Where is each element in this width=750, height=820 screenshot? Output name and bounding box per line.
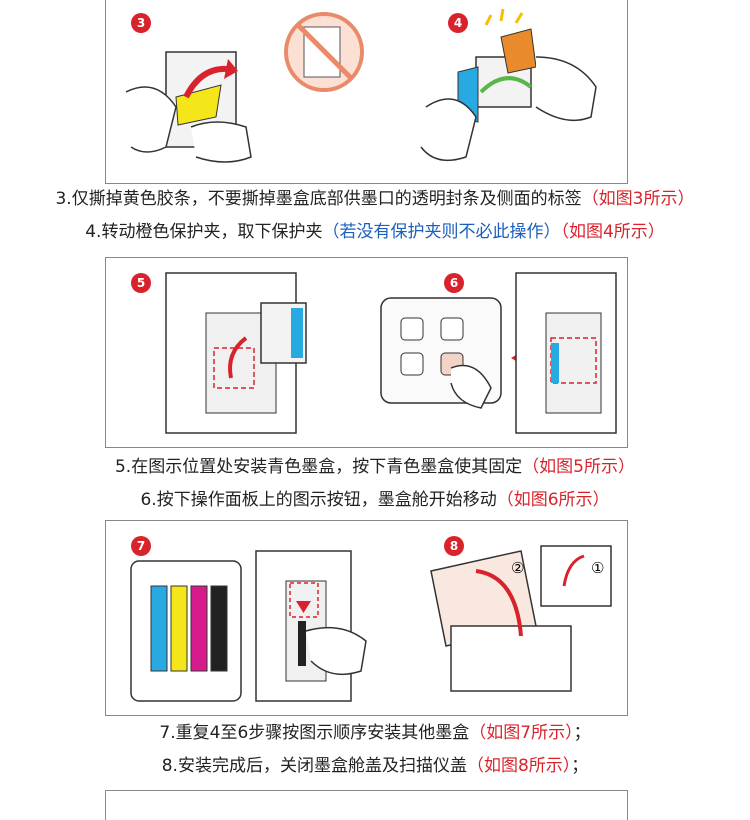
illustration-remove-tape: [125, 8, 597, 163]
caption-3-text: 3.仅撕掉黄色胶条，不要撕掉墨盒底部供墨口的透明封条及侧面的标签: [55, 189, 582, 209]
caption-7-text: 7.重复4至6步骤按图示顺序安装其他墨盒: [159, 723, 470, 743]
caption-8-tail: ；: [571, 756, 589, 776]
step-badge-7: 7: [131, 536, 151, 556]
caption-5-ref: （如图5所示）: [522, 457, 636, 477]
caption-6-text: 6.按下操作面板上的图示按钮，墨盒舱开始移动: [140, 490, 497, 510]
caption-7-ref: （如图7所示）: [469, 723, 574, 743]
step-badge-6: 6: [444, 273, 464, 293]
illustration-panel-5-6: 5 6: [105, 257, 628, 448]
caption-step-8: 8.安装完成后，关闭墨盒舱盖及扫描仪盖（如图8所示）；: [0, 755, 750, 777]
caption-7-tail: ；: [573, 723, 591, 743]
illustration-install-cyan: [165, 272, 617, 434]
illustration-panel-next: [105, 790, 628, 820]
step-badge-4: 4: [448, 13, 468, 33]
illustration-install-order-close-lid: ② ①: [130, 545, 612, 702]
caption-3-ref: （如图3所示）: [581, 189, 695, 209]
callout-2: ②: [511, 559, 524, 577]
caption-step-5: 5.在图示位置处安装青色墨盒，按下青色墨盒使其固定（如图5所示）: [0, 456, 750, 478]
step-badge-5: 5: [131, 273, 151, 293]
caption-6-ref: （如图6所示）: [496, 490, 610, 510]
caption-4-ref: （如图4所示）: [560, 222, 665, 242]
caption-8-text: 8.安装完成后，关闭墨盒舱盖及扫描仪盖: [161, 756, 467, 776]
caption-step-3: 3.仅撕掉黄色胶条，不要撕掉墨盒底部供墨口的透明封条及侧面的标签（如图3所示）: [0, 188, 750, 210]
illustration-panel-3-4: 3 4: [105, 0, 628, 184]
caption-step-7: 7.重复4至6步骤按图示顺序安装其他墨盒（如图7所示）；: [0, 722, 750, 744]
step-badge-8: 8: [444, 536, 464, 556]
caption-4-note: （若没有保护夹则不必此操作）: [322, 222, 561, 242]
illustration-panel-7-8: 7 8 ② ①: [105, 520, 628, 716]
caption-8-ref: （如图8所示）: [466, 756, 572, 776]
callout-1: ①: [591, 559, 604, 577]
caption-4-text: 4.转动橙色保护夹，取下保护夹: [85, 222, 323, 242]
caption-step-6: 6.按下操作面板上的图示按钮，墨盒舱开始移动（如图6所示）: [0, 489, 750, 511]
step-badge-3: 3: [131, 13, 151, 33]
caption-step-4: 4.转动橙色保护夹，取下保护夹（若没有保护夹则不必此操作）（如图4所示）: [0, 221, 750, 243]
caption-5-text: 5.在图示位置处安装青色墨盒，按下青色墨盒使其固定: [114, 457, 523, 477]
